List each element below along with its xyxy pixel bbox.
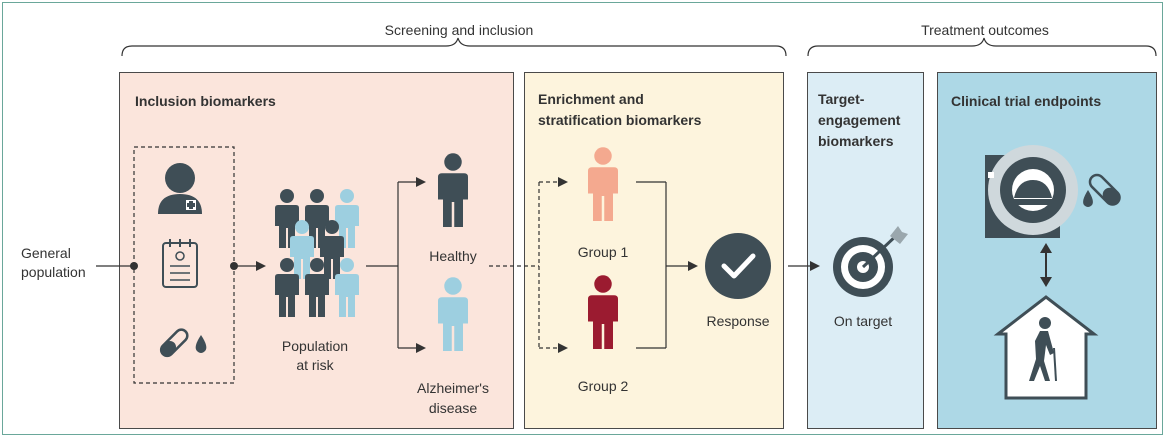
population-crowd [275, 189, 359, 317]
alzheimers-person-icon [438, 277, 468, 351]
blood-tube-icon [1083, 173, 1121, 207]
inclusion-title: Inclusion biomarkers [135, 93, 276, 109]
enrichment-title-line2: stratification biomarkers [538, 112, 702, 128]
alzheimers-label-line1: Alzheimer's [417, 380, 489, 396]
target-title-line1: Target- [818, 91, 865, 107]
population-label-line2: at risk [296, 357, 334, 373]
target-title-line3: biomarkers [818, 133, 894, 149]
group1-label: Group 1 [577, 244, 629, 260]
elderly-person-home-icon [993, 295, 1099, 400]
target-icon [833, 226, 908, 297]
treatment-brace [807, 37, 1157, 57]
endpoints-title: Clinical trial endpoints [951, 93, 1102, 109]
screening-brace [121, 37, 787, 57]
target-title-line2: engagement [818, 112, 901, 128]
test-tube-icon [159, 328, 207, 358]
population-label-line1: Population [281, 338, 349, 354]
screening-header: Screening and inclusion [384, 22, 534, 38]
on-target-label: On target [833, 313, 893, 329]
mri-scanner-icon [985, 145, 1078, 238]
healthy-label: Healthy [429, 248, 477, 264]
clipboard-icon [162, 239, 198, 288]
alzheimers-label-line2: disease [428, 400, 478, 416]
healthy-person-icon [438, 153, 468, 227]
inclusion-panel [119, 72, 514, 429]
enrichment-title-line1: Enrichment and [538, 91, 644, 107]
clinician-icon [158, 163, 202, 214]
general-population-line1: General [21, 245, 71, 261]
group1-person-icon [588, 147, 618, 221]
general-population-line2: population [21, 264, 86, 280]
group2-person-icon [588, 275, 618, 349]
treatment-header: Treatment outcomes [921, 22, 1049, 38]
response-label: Response [706, 313, 770, 329]
check-icon [705, 233, 771, 299]
double-arrow-icon [1040, 243, 1052, 287]
group2-label: Group 2 [577, 378, 629, 394]
